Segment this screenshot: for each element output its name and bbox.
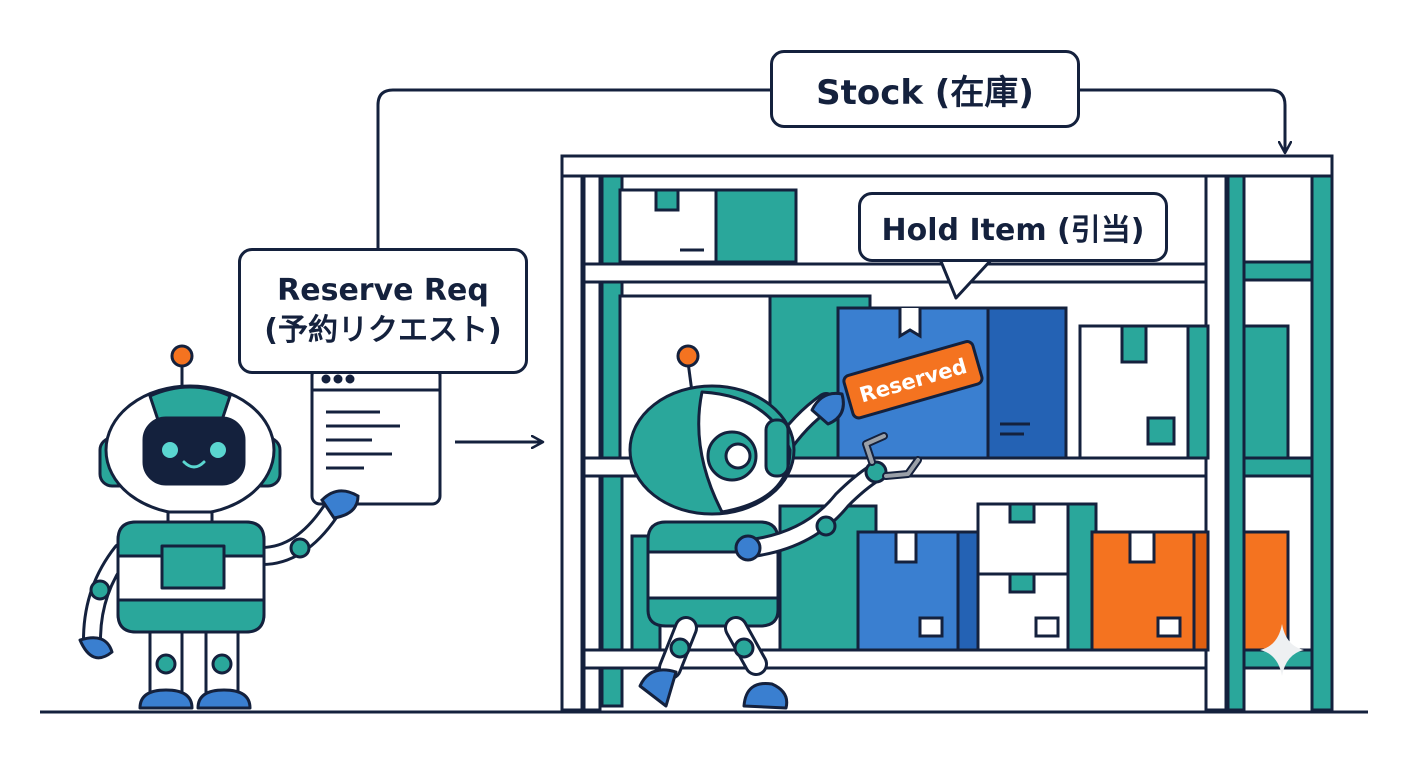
orange-box-side [1192,530,1210,652]
stock-callout: Stock (在庫) [770,50,1080,128]
stock-flow-line [376,88,1285,248]
reserve-label-line2: (予約リクエスト) [264,313,502,348]
side-bar [1242,456,1314,478]
box [1186,324,1210,460]
left-robot [78,344,340,710]
reserve-label-line1: Reserve Req [277,273,489,308]
shelf-post-teal-b [1310,154,1334,712]
face-screen [142,416,246,486]
reserve-request-callout: Reserve Req (予約リクエスト) [238,248,528,374]
chest-panel [160,544,226,590]
box-label [1146,416,1176,446]
box-tape [654,188,680,212]
hold-callout-tail [938,257,994,300]
sparkle-icon [1260,624,1304,676]
hold-label: Hold Item (引当) [881,213,1145,248]
shelf-post-left-inner [582,174,602,712]
box [714,188,798,264]
shelf-plank [582,262,1208,284]
antenna-tip [170,344,194,368]
shelf-post-teal-a [1226,154,1246,712]
stock-label: Stock (在庫) [816,72,1034,113]
eye [162,442,178,458]
side-bar [1242,260,1314,282]
hold-item-callout: Hold Item (引当) [858,192,1168,262]
antenna-tip [676,344,700,368]
reserved-box-side [986,306,1068,460]
shelf-post-left-outer [560,154,584,712]
shelf-unit [560,154,1334,712]
request-document [310,366,442,520]
shelf-top-beam [560,154,1334,178]
blue-box-side [956,530,980,652]
box [1242,324,1290,460]
bottom-shelf-boxes [630,502,1290,652]
top-shelf-boxes [618,188,798,264]
box-tape [1120,324,1148,364]
right-robot [628,344,922,710]
eye [210,442,226,458]
